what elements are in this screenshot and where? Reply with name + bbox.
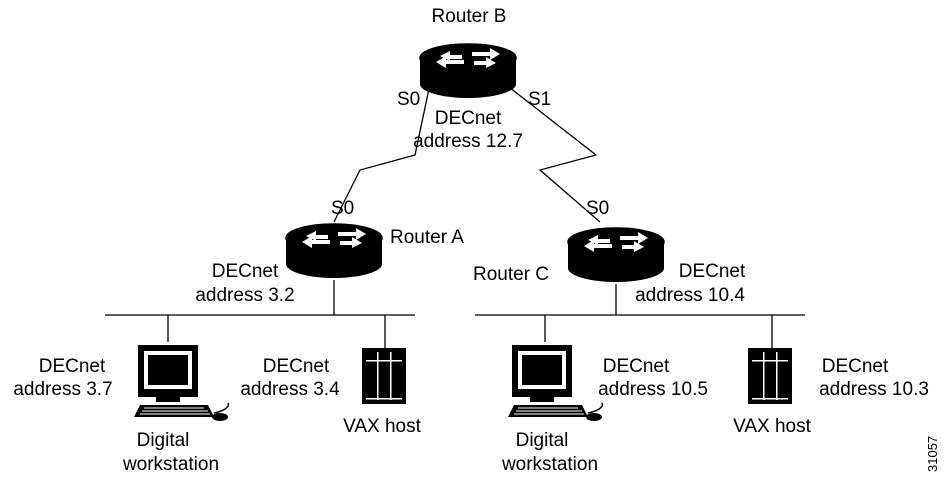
vax-host-left-icon: [362, 348, 406, 404]
router-a-port-s0: S0: [331, 198, 354, 219]
ws-left-address-line2: address 3.7: [13, 379, 112, 400]
router-b-address-line1: DECnet: [435, 108, 502, 129]
vax-left-address-line1: DECnet: [263, 356, 330, 377]
ws-right-address-line1: DECnet: [603, 356, 670, 377]
ws-right-label-line2: workstation: [501, 454, 598, 475]
ws-left-label-line2: workstation: [122, 454, 219, 475]
router-c-icon: [567, 227, 665, 283]
vax-left-address-line2: address 3.4: [240, 379, 340, 400]
router-b-icon: [419, 43, 517, 99]
vax-right-address-line2: address 10.3: [819, 379, 929, 400]
vax-right-address-line1: DECnet: [822, 356, 889, 377]
ws-right-label-line1: Digital: [516, 430, 569, 451]
router-b-port-s1: S1: [528, 89, 551, 110]
ws-left-label-line1: Digital: [137, 430, 190, 451]
vax-right-label: VAX host: [733, 416, 812, 437]
figure-id: 31057: [925, 436, 940, 472]
router-b-port-s0: S0: [397, 89, 420, 110]
router-a-address-line2: address 3.2: [195, 285, 294, 306]
vax-host-right-icon: [748, 348, 792, 404]
router-c-port-s0: S0: [586, 198, 609, 219]
router-c-address-line2: address 10.4: [635, 285, 745, 306]
router-b-address-line2: address 12.7: [413, 131, 523, 152]
ws-right-address-line2: address 10.5: [598, 379, 708, 400]
serial-link-b-c: [504, 83, 601, 223]
router-c-address-line1: DECnet: [679, 261, 746, 282]
router-a-label: Router A: [390, 227, 464, 248]
ws-left-address-line1: DECnet: [39, 356, 106, 377]
workstation-left-icon: [133, 344, 230, 422]
serial-link-b-a: [333, 83, 431, 223]
vax-left-label: VAX host: [343, 416, 422, 437]
workstation-right-icon: [507, 344, 604, 422]
router-c-label: Router C: [473, 264, 549, 285]
router-a-icon: [285, 223, 383, 279]
router-b-label: Router B: [432, 6, 507, 27]
router-a-address-line1: DECnet: [212, 261, 279, 282]
